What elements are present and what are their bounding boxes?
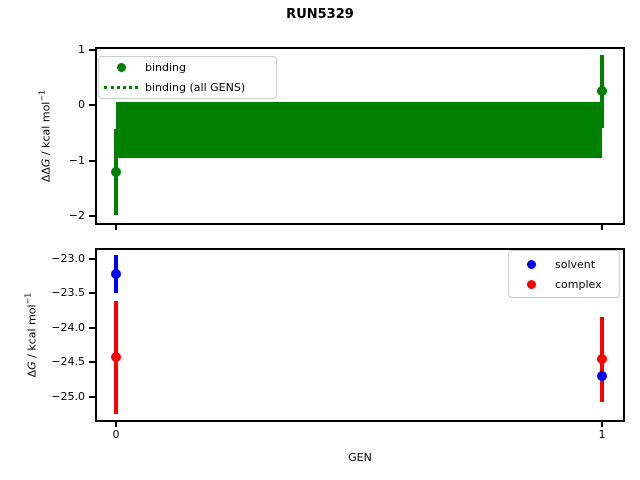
legend-label-binding: binding xyxy=(145,61,187,74)
legend-top-plot: binding binding (all GENS) xyxy=(98,56,277,99)
confidence-band xyxy=(116,101,602,158)
ylabel-exponent: −1 xyxy=(23,292,33,305)
x-tick-label: 0 xyxy=(112,428,120,441)
data-point-solvent xyxy=(597,370,607,381)
dotted-line-icon xyxy=(103,86,139,89)
y-tick-label: 1 xyxy=(78,43,85,56)
ylabel-delta: ΔΔ xyxy=(39,167,53,183)
bottom-y-axis-label: ΔG / kcal mol−1 xyxy=(24,293,39,378)
x-tick-mark xyxy=(115,422,117,427)
y-tick-mark xyxy=(89,104,95,107)
y-tick-label: −24.5 xyxy=(51,355,85,369)
y-tick-mark xyxy=(89,159,95,162)
legend-label-solvent: solvent xyxy=(555,257,596,271)
ylabel-exponent: −1 xyxy=(37,89,47,102)
figure-title: RUN5329 xyxy=(286,7,354,22)
legend-label-complex: complex xyxy=(555,277,602,291)
ylabel-var: G xyxy=(39,158,53,168)
green-dot-icon xyxy=(116,63,126,72)
x-axis-label: GEN xyxy=(348,451,372,464)
blue-dot-icon xyxy=(526,259,536,269)
y-tick-label: −23.5 xyxy=(51,286,85,300)
y-tick-mark xyxy=(89,326,95,329)
top-y-axis-label: ΔΔG / kcal mol−1 xyxy=(38,90,53,182)
y-tick-mark xyxy=(89,292,95,295)
y-tick-label: −1 xyxy=(68,153,85,167)
legend-item-binding-all-gens: binding (all GENS) xyxy=(99,78,276,98)
y-tick-mark xyxy=(89,361,95,364)
ylabel-unit: / kcal mol xyxy=(39,101,53,159)
binding-marker-icon xyxy=(103,63,139,72)
y-tick-label: 0 xyxy=(78,98,85,112)
green-dotted-line-icon xyxy=(104,86,138,89)
data-point-complex xyxy=(597,354,607,365)
legend-item-solvent: solvent xyxy=(509,254,619,274)
y-tick-mark xyxy=(89,214,95,217)
ylabel-delta: Δ xyxy=(25,369,39,378)
data-point-binding xyxy=(597,86,607,97)
y-tick-label: −24.0 xyxy=(51,320,85,334)
y-tick-label: −2 xyxy=(68,208,85,222)
complex-marker-icon xyxy=(513,279,549,289)
x-tick-mark xyxy=(115,225,117,230)
solvent-marker-icon xyxy=(513,259,549,269)
ylabel-unit: / kcal mol xyxy=(25,304,39,362)
legend-item-complex: complex xyxy=(509,274,619,294)
y-tick-mark xyxy=(89,258,95,260)
y-tick-mark xyxy=(89,49,95,51)
y-tick-label: −23.0 xyxy=(51,252,85,265)
legend-item-binding: binding xyxy=(99,58,276,78)
x-tick-mark xyxy=(601,422,603,427)
data-point-binding xyxy=(111,166,121,177)
y-tick-label: −25.0 xyxy=(51,389,85,403)
red-dot-icon xyxy=(526,279,536,289)
x-tick-mark xyxy=(601,225,603,230)
y-tick-mark xyxy=(89,395,95,398)
legend-bottom-plot: solvent complex xyxy=(508,250,620,298)
data-point-complex xyxy=(111,352,121,363)
x-tick-label: 1 xyxy=(598,428,606,441)
legend-label-binding-all-gens: binding (all GENS) xyxy=(145,81,246,94)
ylabel-var: G xyxy=(25,361,39,370)
data-point-solvent xyxy=(111,269,121,280)
